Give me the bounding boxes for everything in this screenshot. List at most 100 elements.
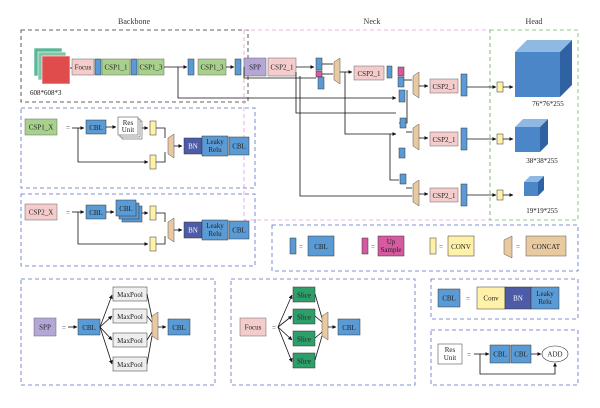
slice-label: Slice bbox=[297, 292, 311, 300]
conv-block bbox=[496, 189, 504, 201]
csp2-1-block bbox=[429, 187, 459, 203]
cbl-block bbox=[228, 220, 250, 240]
concat-block bbox=[333, 57, 341, 85]
equals-sign: = bbox=[66, 209, 70, 217]
legend-frame bbox=[271, 224, 579, 272]
maxpool-label: MaxPool bbox=[117, 291, 143, 299]
concat-block bbox=[167, 133, 175, 159]
cbl-label: CBL bbox=[232, 143, 246, 151]
leaky-relu-label: Leaky bbox=[206, 138, 224, 146]
csp2-1-label: CSP2_1 bbox=[433, 83, 456, 91]
head-frame bbox=[489, 29, 579, 221]
equals-sign: = bbox=[62, 324, 66, 332]
cbl-block bbox=[315, 57, 323, 71]
cbl-label: CBL bbox=[119, 205, 133, 213]
csp2-1-block bbox=[353, 65, 385, 81]
cbl-block bbox=[460, 183, 468, 207]
leaky-relu-block bbox=[530, 286, 560, 310]
slice-block bbox=[292, 330, 316, 347]
cbl-block bbox=[337, 318, 361, 336]
cbl-block bbox=[398, 147, 406, 159]
cbl-block bbox=[130, 58, 138, 76]
cbl-label: CBL bbox=[82, 324, 96, 332]
add-label: ADD bbox=[547, 351, 562, 359]
cbl-block bbox=[398, 89, 406, 103]
res-unit-stack bbox=[117, 116, 143, 140]
output-38-label: 38*38*255 bbox=[526, 157, 558, 165]
csp1-3-label: CSP1_3 bbox=[201, 64, 224, 72]
csp2-1-label: CSP2_1 bbox=[433, 192, 456, 200]
backbone-header: Backbone bbox=[118, 17, 150, 26]
focus-block bbox=[71, 58, 95, 76]
head-output-large bbox=[515, 40, 572, 97]
csp2-1-label: CSP2_1 bbox=[271, 64, 294, 72]
equals-sign: = bbox=[439, 243, 443, 251]
output-19-label: 19*19*255 bbox=[526, 207, 558, 215]
focus-module-frame bbox=[230, 278, 416, 386]
output-76-label: 76*76*255 bbox=[532, 100, 564, 108]
cbl-block bbox=[399, 117, 407, 129]
bn-label: BN bbox=[188, 143, 198, 151]
csp1-x-block bbox=[24, 118, 58, 136]
equals-sign: = bbox=[66, 124, 70, 132]
legend-conv-block bbox=[447, 235, 475, 257]
cbl-block bbox=[437, 288, 461, 308]
csp2-1-block bbox=[429, 131, 459, 147]
csp2-1-block bbox=[429, 78, 459, 94]
input-size-label: 608*608*3 bbox=[30, 89, 62, 97]
legend-concat-swatch bbox=[503, 235, 513, 259]
slice-label: Slice bbox=[297, 358, 311, 366]
legend-concat-block bbox=[525, 235, 567, 257]
neck-frame bbox=[243, 29, 491, 221]
cbl-label: CBL bbox=[172, 324, 186, 332]
csp1-x-module-frame bbox=[20, 107, 256, 189]
cbl-label: CBL bbox=[493, 351, 507, 359]
spp-label: SPP bbox=[39, 324, 51, 332]
cbl-label: CBL bbox=[514, 351, 528, 359]
leaky-relu-label: Relu bbox=[538, 298, 552, 306]
res-unit-label: Unit bbox=[444, 354, 457, 362]
equals-sign: = bbox=[467, 351, 471, 359]
conv-block bbox=[149, 120, 157, 136]
conv-block bbox=[496, 81, 504, 93]
csp2-1-label: CSP2_1 bbox=[358, 70, 381, 78]
cbl-label: CBL bbox=[232, 227, 246, 235]
csp2-x-label: CSP2_X bbox=[29, 209, 54, 217]
add-node bbox=[541, 345, 569, 363]
csp2-x-block bbox=[24, 203, 58, 221]
head-header: Head bbox=[526, 17, 543, 26]
cbl-label: CBL bbox=[342, 324, 356, 332]
leaky-relu-label: Relu bbox=[208, 230, 222, 238]
conv-label: Conv bbox=[483, 295, 499, 303]
conv-block bbox=[149, 236, 157, 252]
spp-module-frame bbox=[20, 278, 216, 386]
legend-cbl-swatch bbox=[289, 237, 297, 255]
leaky-relu-block bbox=[201, 135, 229, 157]
concat-block bbox=[321, 311, 329, 341]
leaky-relu-block bbox=[201, 219, 229, 241]
equals-sign: = bbox=[516, 243, 520, 251]
slice-block bbox=[292, 352, 316, 369]
equals-sign: = bbox=[371, 243, 375, 251]
focus-label: Focus bbox=[245, 324, 262, 332]
spp-block bbox=[33, 317, 57, 337]
maxpool-label: MaxPool bbox=[117, 337, 143, 345]
csp2-x-module-frame bbox=[20, 193, 256, 267]
cbl-block bbox=[167, 318, 191, 336]
csp1-x-label: CSP1_X bbox=[29, 124, 54, 132]
leaky-relu-label: Relu bbox=[208, 146, 222, 154]
cbl-block bbox=[94, 58, 102, 76]
cbl-block bbox=[460, 73, 468, 97]
cbl-block bbox=[397, 76, 405, 88]
equals-sign: = bbox=[299, 243, 303, 251]
cbl-block bbox=[228, 136, 250, 156]
concat-block bbox=[412, 179, 420, 207]
bn-label: BN bbox=[188, 227, 198, 235]
concat-block bbox=[151, 311, 159, 341]
csp1-1-block bbox=[101, 58, 131, 76]
slice-label: Slice bbox=[297, 336, 311, 344]
input-image bbox=[33, 47, 71, 85]
head-output-medium bbox=[515, 119, 548, 152]
res-unit-label: Unit bbox=[122, 126, 135, 134]
legend-cbl-block bbox=[307, 235, 335, 257]
